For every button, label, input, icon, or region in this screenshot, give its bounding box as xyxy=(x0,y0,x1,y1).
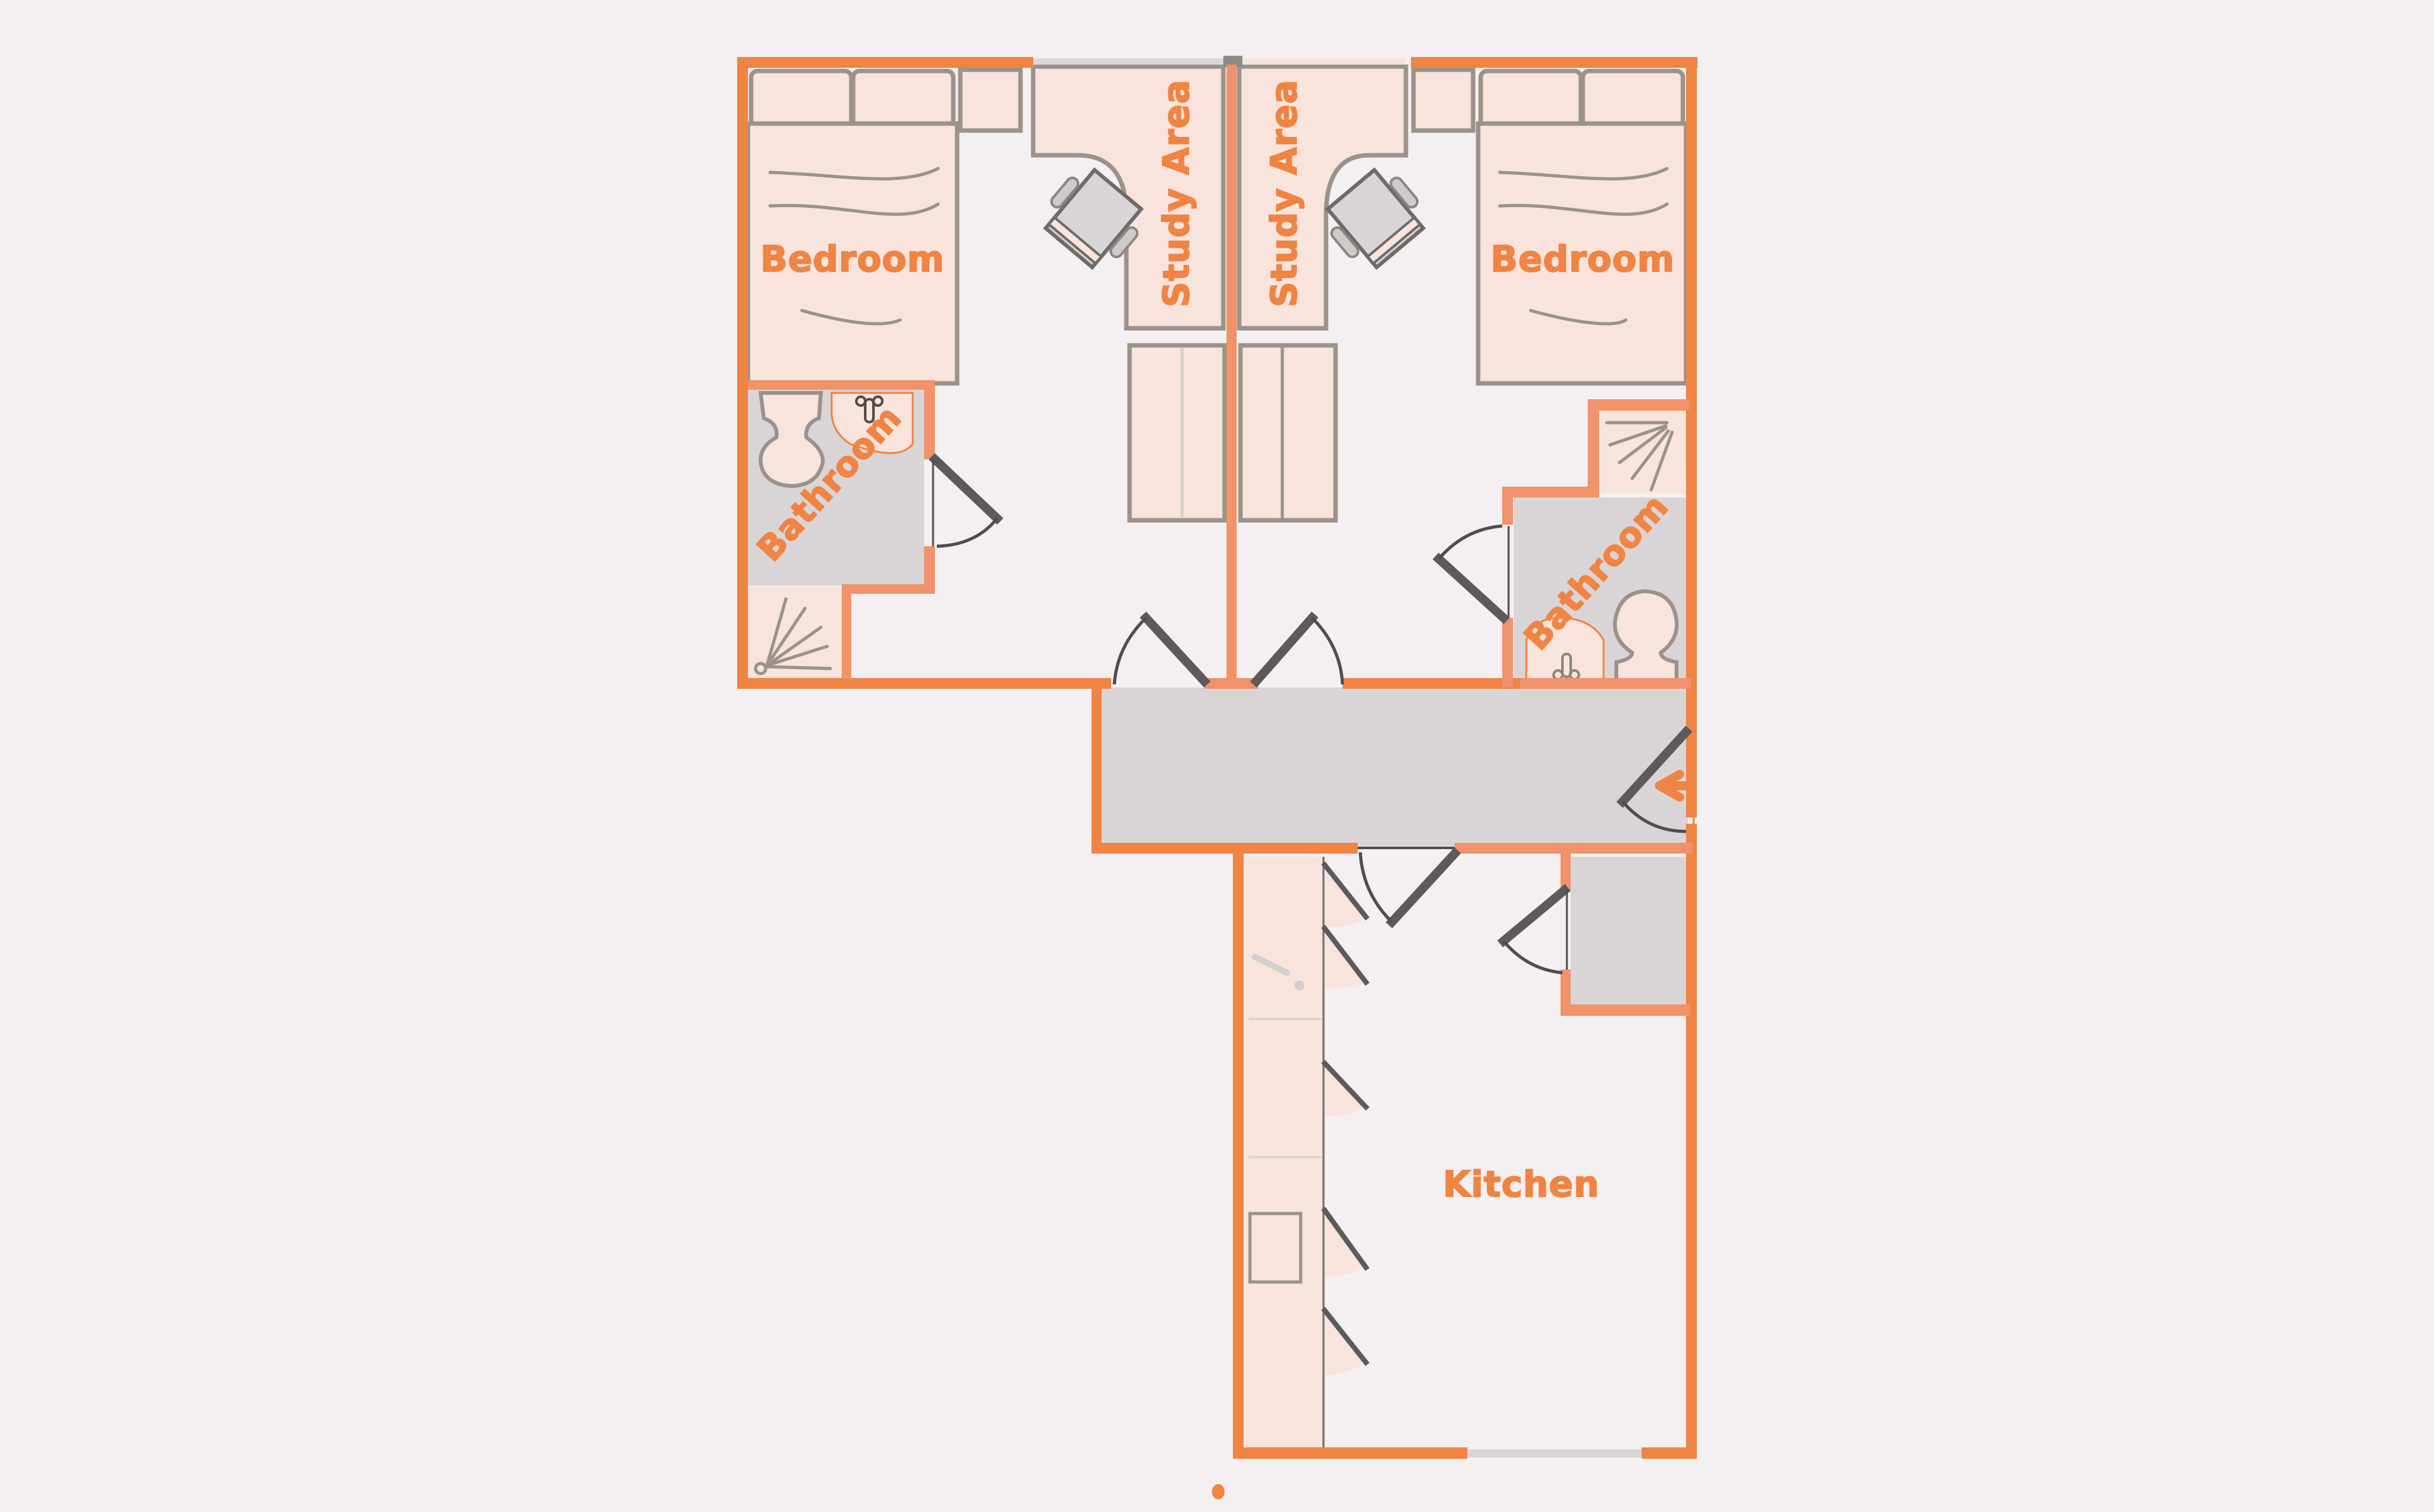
walls xyxy=(737,56,1697,1459)
room-label-bedroom-right: Bedroom xyxy=(1491,239,1675,280)
shower-icon xyxy=(1605,421,1674,492)
wardrobe-icon xyxy=(1127,343,1227,523)
sink-icon xyxy=(830,392,914,454)
tap-icon xyxy=(855,395,884,423)
cabinet-door[interactable] xyxy=(1321,861,1370,928)
door-entrance[interactable] xyxy=(1616,726,1695,833)
window xyxy=(1033,58,1223,65)
door-bathroom-right[interactable] xyxy=(1433,524,1510,624)
room-label-study-area-right: Study Area xyxy=(1264,79,1305,307)
wardrobe-left xyxy=(1127,343,1227,523)
cabinet-door[interactable] xyxy=(1321,1207,1370,1277)
bathroom-right[interactable]: Bathroom xyxy=(1514,411,1686,683)
hallway[interactable] xyxy=(1102,688,1688,846)
chair-icon xyxy=(1325,167,1426,271)
pillow-icon xyxy=(851,68,956,129)
shower-icon xyxy=(754,597,832,676)
bed-crease xyxy=(1498,202,1669,216)
door-kitchen[interactable] xyxy=(1358,847,1461,928)
bedroom-left[interactable]: Bedroom xyxy=(745,67,1023,386)
shower-tray xyxy=(1600,411,1686,493)
hallway-floor xyxy=(1102,688,1688,846)
kitchen[interactable]: Kitchen xyxy=(1244,857,1600,1447)
pillow-icon xyxy=(1580,68,1685,129)
cabinet-door[interactable] xyxy=(1321,925,1370,989)
bed-crease xyxy=(768,202,940,216)
door-bedroom-right[interactable] xyxy=(1250,612,1344,688)
entrance-arrow-icon xyxy=(1655,770,1690,802)
study-area-left[interactable]: Study Area xyxy=(1031,64,1226,331)
toilet-icon xyxy=(1613,589,1679,683)
toilet-icon xyxy=(758,391,825,489)
window xyxy=(1242,58,1406,65)
study-area-right[interactable]: Study Area xyxy=(1237,64,1434,331)
bed-crease xyxy=(768,167,940,181)
storage-closet[interactable] xyxy=(1571,857,1686,1005)
door-bathroom-left[interactable] xyxy=(929,453,1003,548)
storage-floor xyxy=(1571,857,1686,1005)
pillow-icon xyxy=(1478,68,1583,129)
page-indicator-dot-icon[interactable] xyxy=(1212,1484,1225,1499)
bed-crease xyxy=(1498,167,1669,181)
room-label-bedroom-left: Bedroom xyxy=(761,239,945,280)
bathroom-left[interactable]: Bathroom xyxy=(748,388,924,680)
shower-tray xyxy=(748,586,842,680)
hob-knob-icon xyxy=(1252,954,1290,976)
nightstand-icon xyxy=(958,67,1023,133)
wardrobe-right xyxy=(1238,343,1338,523)
bed-icon xyxy=(745,121,960,386)
sink-icon xyxy=(1525,617,1605,682)
desk-icon xyxy=(1237,64,1408,331)
window xyxy=(1467,1449,1642,1458)
bedroom-right[interactable]: Bedroom xyxy=(1411,67,1689,386)
wardrobe-icon xyxy=(1238,343,1338,523)
cabinet-door[interactable] xyxy=(1321,1307,1370,1375)
cabinet-door[interactable] xyxy=(1321,1060,1370,1117)
bed-crease xyxy=(1529,309,1628,326)
pillow-icon xyxy=(749,68,854,129)
appliance-icon xyxy=(1248,1212,1303,1284)
door-storage[interactable] xyxy=(1497,884,1571,975)
chair-icon xyxy=(1043,167,1144,271)
bed-icon xyxy=(1476,121,1689,386)
room-label-kitchen: Kitchen xyxy=(1443,1164,1599,1205)
room-label-study-area-left: Study Area xyxy=(1156,79,1197,307)
bed-crease xyxy=(800,309,902,326)
nightstand-icon xyxy=(1411,67,1476,133)
door-bedroom-left[interactable] xyxy=(1112,612,1211,688)
kitchen-counter xyxy=(1244,857,1324,1447)
